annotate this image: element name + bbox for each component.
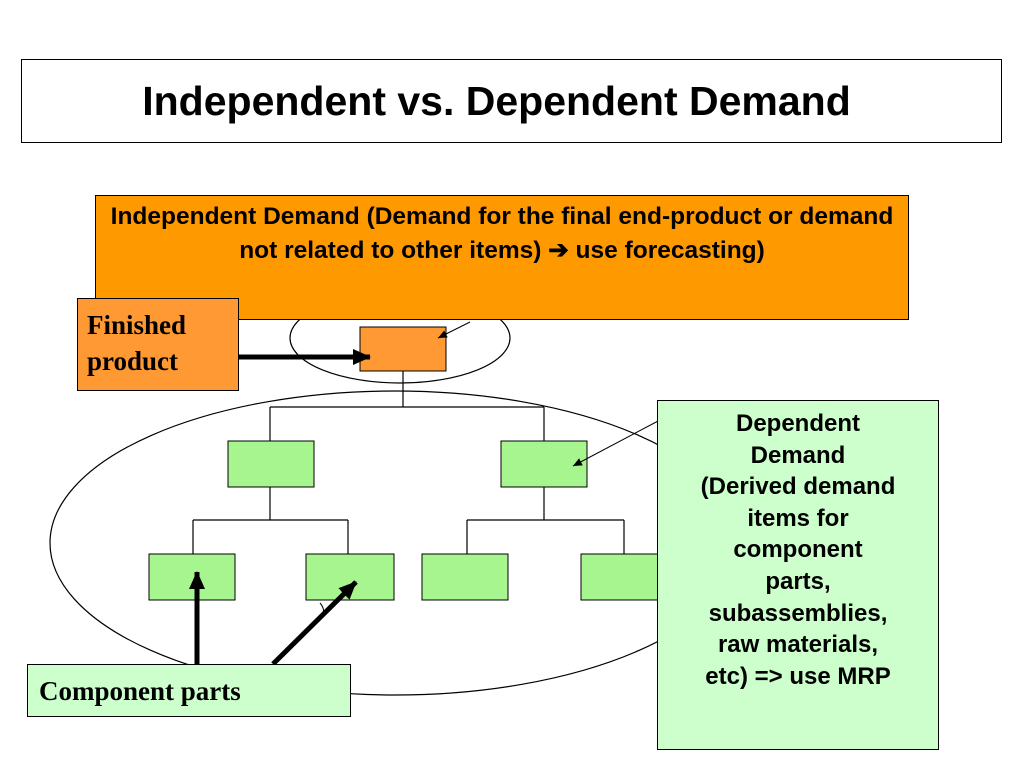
dependent-demand-callout: Dependent Demand (Derived demand items f… — [657, 400, 939, 750]
dependent-demand-line-9: etc) => use MRP — [705, 662, 891, 690]
component-box-1 — [148, 553, 236, 601]
tree-connectors — [192, 371, 625, 554]
component-arrow-2-tick — [319, 602, 325, 618]
finished-product-line-2: product — [87, 346, 179, 376]
dependent-demand-line-5: component — [733, 536, 863, 564]
dependent-demand-line-4: items for — [747, 504, 849, 532]
subassembly-box-right — [500, 440, 588, 488]
dependent-demand-line-2: Demand — [750, 441, 846, 469]
title-box: Independent vs. Dependent Demand — [21, 59, 1002, 143]
dependent-demand-line-3: (Derived demand — [700, 473, 896, 501]
component-parts-label: Component parts — [27, 664, 351, 717]
independent-demand-text: Independent Demand (Demand for the final… — [110, 203, 894, 264]
finished-product-label: Finished product — [77, 298, 239, 391]
end-item-box — [359, 326, 447, 372]
dependent-demand-line-8: raw materials, — [717, 631, 879, 659]
component-box-2 — [305, 553, 395, 601]
dependent-demand-line-7: subassemblies, — [708, 599, 888, 627]
dependent-demand-ellipse — [49, 390, 741, 696]
component-box-4 — [580, 553, 668, 601]
independent-pointer-arrow — [437, 321, 471, 339]
right-arrow-icon: ➔ — [548, 237, 569, 264]
slide-title: Independent vs. Dependent Demand — [142, 77, 851, 124]
subassembly-box-left — [227, 440, 315, 488]
dependent-demand-line-1: Dependent — [735, 410, 860, 437]
dependent-pointer-arrow — [572, 419, 661, 467]
component-arrow-2 — [271, 580, 358, 666]
dependent-demand-line-6: parts, — [765, 567, 831, 595]
component-box-3 — [421, 553, 509, 601]
independent-demand-action: use forecasting) — [575, 237, 765, 264]
finished-product-line-1: Finished — [87, 310, 187, 340]
